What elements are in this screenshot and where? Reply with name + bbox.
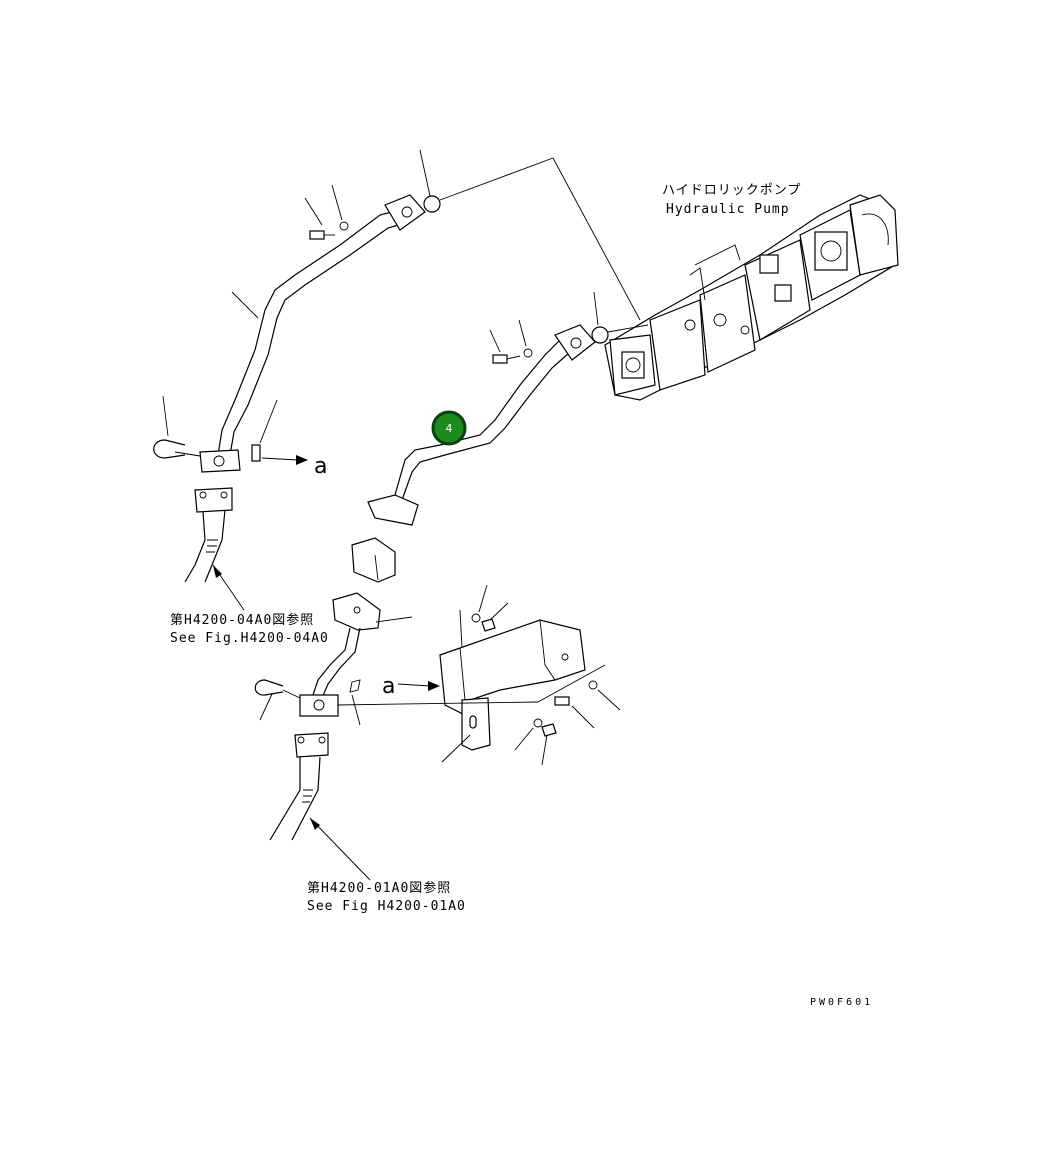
arrow-label-a-upper: a xyxy=(314,454,327,479)
middle-pipe xyxy=(367,324,596,526)
upper-left-pipe xyxy=(153,194,426,473)
pump-label-jp: ハイドロリックポンプ xyxy=(662,183,801,198)
callout-4[interactable]: 4 xyxy=(431,410,467,446)
bracket xyxy=(439,613,598,751)
drawing-code: PW0F601 xyxy=(810,997,873,1008)
arrow-label-a-lower: a xyxy=(382,674,395,699)
pump-label-en: Hydraulic Pump xyxy=(666,202,790,217)
connector-blocks xyxy=(332,537,396,631)
lower-hose xyxy=(269,732,329,841)
callout-4-number: 4 xyxy=(446,422,453,435)
reference-label-04a0-en: See Fig.H4200-04A0 xyxy=(170,631,329,646)
arrow-a-upper: a xyxy=(261,454,327,479)
leader-lines xyxy=(162,149,649,881)
arrow-a-lower: a xyxy=(382,674,440,699)
reference-label-01a0-en: See Fig H4200-01A0 xyxy=(307,899,466,914)
upper-hose xyxy=(184,487,233,583)
hydraulic-pump xyxy=(604,194,899,401)
reference-label-01a0-jp: 第H4200-01A0図参照 xyxy=(307,880,451,896)
lower-pipe xyxy=(254,627,361,717)
callout-4-badge[interactable] xyxy=(431,410,467,446)
reference-label-04a0-jp: 第H4200-04A0図参照 xyxy=(170,612,314,628)
